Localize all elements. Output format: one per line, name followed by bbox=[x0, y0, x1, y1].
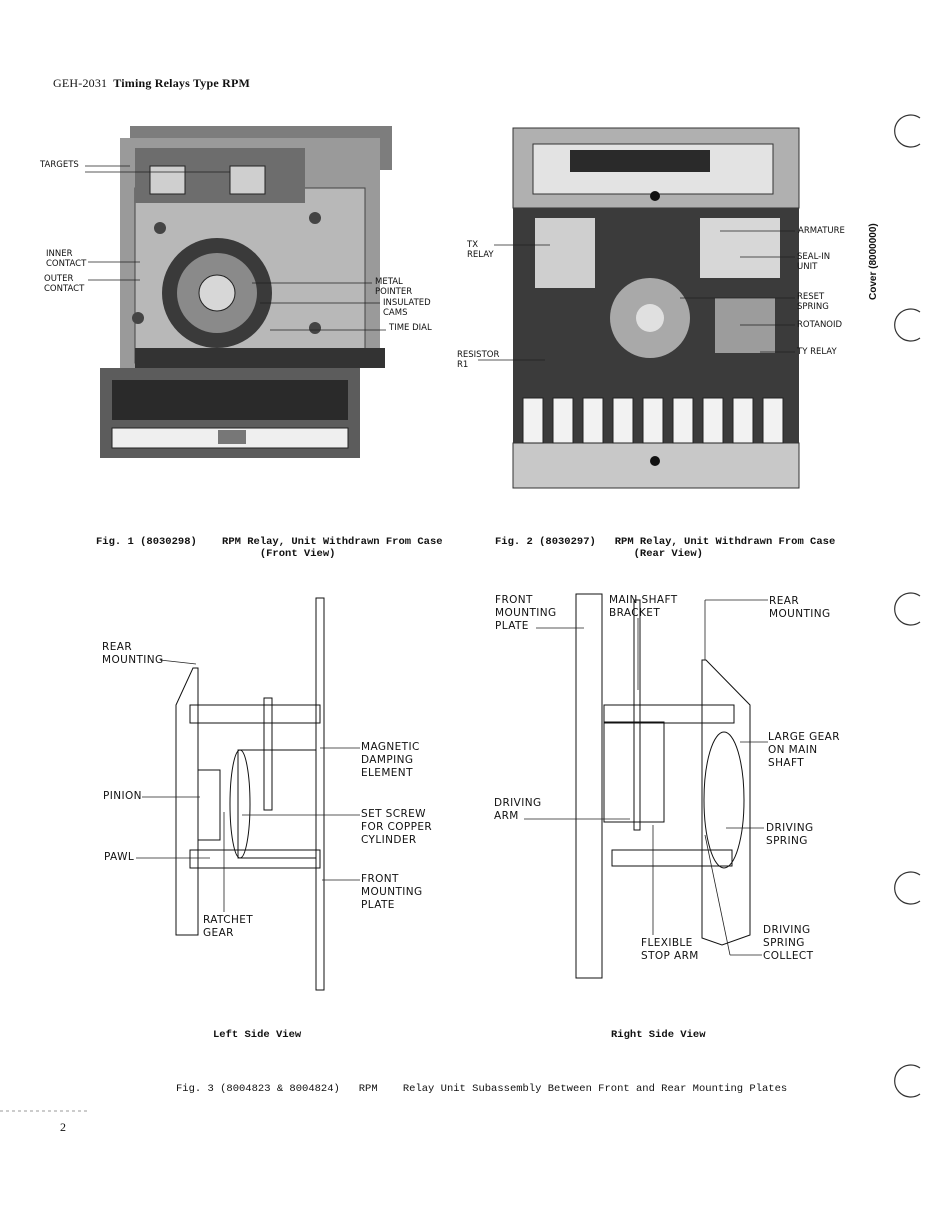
document-title: Timing Relays Type RPM bbox=[113, 76, 251, 90]
fig1-photo bbox=[100, 126, 392, 458]
label-rear-mounting-right: REAR MOUNTING bbox=[769, 595, 831, 620]
label-ratchet-gear: RATCHET GEAR bbox=[203, 914, 254, 939]
label-driving-arm: DRIVING ARM bbox=[494, 797, 542, 822]
label-driving-spring: DRIVING SPRING bbox=[766, 822, 814, 847]
label-flexible-stop-arm: FLEXIBLE STOP ARM bbox=[641, 937, 699, 962]
document-code: GEH-2031 bbox=[53, 76, 108, 90]
right-view-title: Right Side View bbox=[611, 1029, 706, 1041]
label-pinion: PINION bbox=[103, 790, 142, 802]
label-ty-relay: TY RELAY bbox=[797, 347, 837, 357]
binder-holes bbox=[894, 114, 921, 1098]
label-driving-spring-collect: DRIVING SPRING COLLECT bbox=[763, 924, 814, 962]
label-metal-pointer: METAL POINTER bbox=[375, 277, 413, 297]
label-front-mounting-left: FRONT MOUNTING PLATE bbox=[361, 873, 423, 911]
fig3-caption: Fig. 3 (8004823 & 8004824) RPM Relay Uni… bbox=[176, 1083, 788, 1095]
label-set-screw: SET SCREW FOR COPPER CYLINDER bbox=[361, 808, 433, 846]
page-number: 2 bbox=[60, 1120, 66, 1134]
label-resistor: RESISTOR R1 bbox=[457, 350, 500, 370]
page-header: GEH-2031 Timing Relays Type RPM bbox=[53, 76, 250, 91]
label-outer-contact: OUTER CONTACT bbox=[44, 274, 85, 294]
fig2-caption: Fig. 2 (8030297) RPM Relay, Unit Withdra… bbox=[495, 536, 836, 560]
fig1-caption: Fig. 1 (8030298) RPM Relay, Unit Withdra… bbox=[96, 536, 443, 560]
label-rotanoid: ROTANOID bbox=[797, 320, 843, 330]
label-magnetic-damping: MAGNETIC DAMPING ELEMENT bbox=[361, 741, 420, 779]
label-inner-contact: INNER CONTACT bbox=[46, 249, 87, 269]
footer-rule bbox=[0, 1110, 90, 1112]
label-time-dial: TIME DIAL bbox=[389, 323, 432, 333]
fig2-photo bbox=[512, 127, 800, 489]
label-reset-spring: RESET SPRING bbox=[797, 292, 829, 312]
label-insulated-cams: INSULATED CAMS bbox=[383, 298, 431, 318]
label-pawl: PAWL bbox=[104, 851, 135, 863]
label-front-mounting-right: FRONT MOUNTING PLATE bbox=[495, 594, 557, 632]
left-view-title: Left Side View bbox=[213, 1029, 302, 1041]
label-rear-mounting-left: REAR MOUNTING bbox=[102, 641, 164, 666]
label-targets: TARGETS bbox=[40, 160, 79, 170]
label-armature: ARMATURE bbox=[798, 226, 845, 236]
label-tx-relay: TX RELAY bbox=[467, 240, 494, 260]
label-large-gear: LARGE GEAR ON MAIN SHAFT bbox=[768, 731, 840, 769]
label-seal-in-unit: SEAL-IN UNIT bbox=[797, 252, 831, 272]
label-main-shaft-bracket: MAIN SHAFT BRACKET bbox=[609, 594, 678, 619]
